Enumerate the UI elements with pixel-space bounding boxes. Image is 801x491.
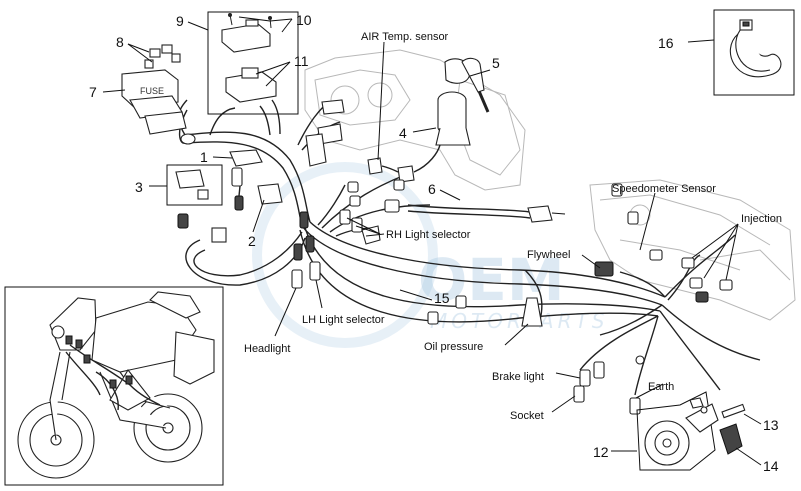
callout-4: 4 — [399, 125, 407, 141]
socket-connector — [573, 385, 585, 403]
callout-12: 12 — [593, 444, 609, 460]
air-temp-connector — [367, 157, 383, 175]
label-brake-light: Brake light — [492, 371, 544, 383]
label-flywheel: Flywheel — [527, 249, 570, 261]
label-earth: Earth — [648, 381, 674, 393]
callout-13: 13 — [763, 417, 779, 433]
flywheel-connector — [594, 261, 614, 277]
callout-6: 6 — [428, 181, 436, 197]
callout-9: 9 — [176, 13, 184, 29]
watermark: OEM MOTORPARTS — [252, 162, 608, 348]
bolt-13 — [721, 403, 746, 419]
relay-1 — [229, 149, 263, 167]
bracket-14 — [719, 423, 743, 455]
lh-selector-connector — [309, 261, 321, 281]
callout-10: 10 — [296, 12, 312, 28]
watermark-logo: OEM — [418, 246, 565, 314]
callout-16: 16 — [658, 35, 674, 51]
label-rh-light-selector: RH Light selector — [386, 229, 471, 241]
relays — [221, 13, 277, 103]
rh-selector-connector — [339, 209, 351, 225]
svg-text:FUSE: FUSE — [140, 86, 164, 96]
callout-2: 2 — [248, 233, 256, 249]
label-oil-pressure: Oil pressure — [424, 341, 483, 353]
callout-11: 11 — [294, 53, 309, 69]
callout-5: 5 — [492, 55, 500, 71]
callout-7: 7 — [89, 84, 97, 100]
relay-3 — [175, 169, 227, 243]
main-harness — [177, 99, 761, 396]
relay-2 — [257, 183, 283, 205]
label-injection: Injection — [741, 213, 782, 225]
callout-numbers: 1 2 3 4 5 6 7 8 9 10 11 12 13 14 15 16 — [89, 12, 779, 474]
callout-15: 15 — [434, 290, 450, 306]
callout-3: 3 — [135, 179, 143, 195]
motorcycle-inset — [4, 286, 224, 486]
callout-14: 14 — [763, 458, 779, 474]
callout-1: 1 — [200, 149, 208, 165]
headlight-connector — [293, 243, 303, 261]
oil-pressure-sensor — [521, 297, 543, 327]
cable-tie-box — [713, 9, 795, 96]
component-labels: AIR Temp. sensor Speedometer Sensor Inje… — [244, 31, 782, 422]
label-air-temp-sensor: AIR Temp. sensor — [361, 31, 449, 43]
callout-8: 8 — [116, 34, 124, 50]
injection-connectors — [649, 249, 663, 261]
label-socket: Socket — [510, 410, 544, 422]
speedo-cable-connector — [527, 205, 553, 223]
fuse-box: FUSE — [121, 44, 187, 135]
horn-assembly — [636, 391, 746, 471]
earth-connector — [629, 397, 641, 415]
leader-lines — [102, 16, 762, 466]
watermark-subtext: MOTORPARTS — [430, 309, 608, 333]
brake-light-connector — [579, 369, 591, 387]
relay-box-3 — [166, 164, 223, 206]
label-lh-light-selector: LH Light selector — [302, 314, 385, 326]
ignition-switch — [435, 57, 490, 146]
label-headlight: Headlight — [244, 343, 290, 355]
label-speedometer-sensor: Speedometer Sensor — [612, 183, 716, 195]
relay-box-9 — [207, 11, 299, 115]
